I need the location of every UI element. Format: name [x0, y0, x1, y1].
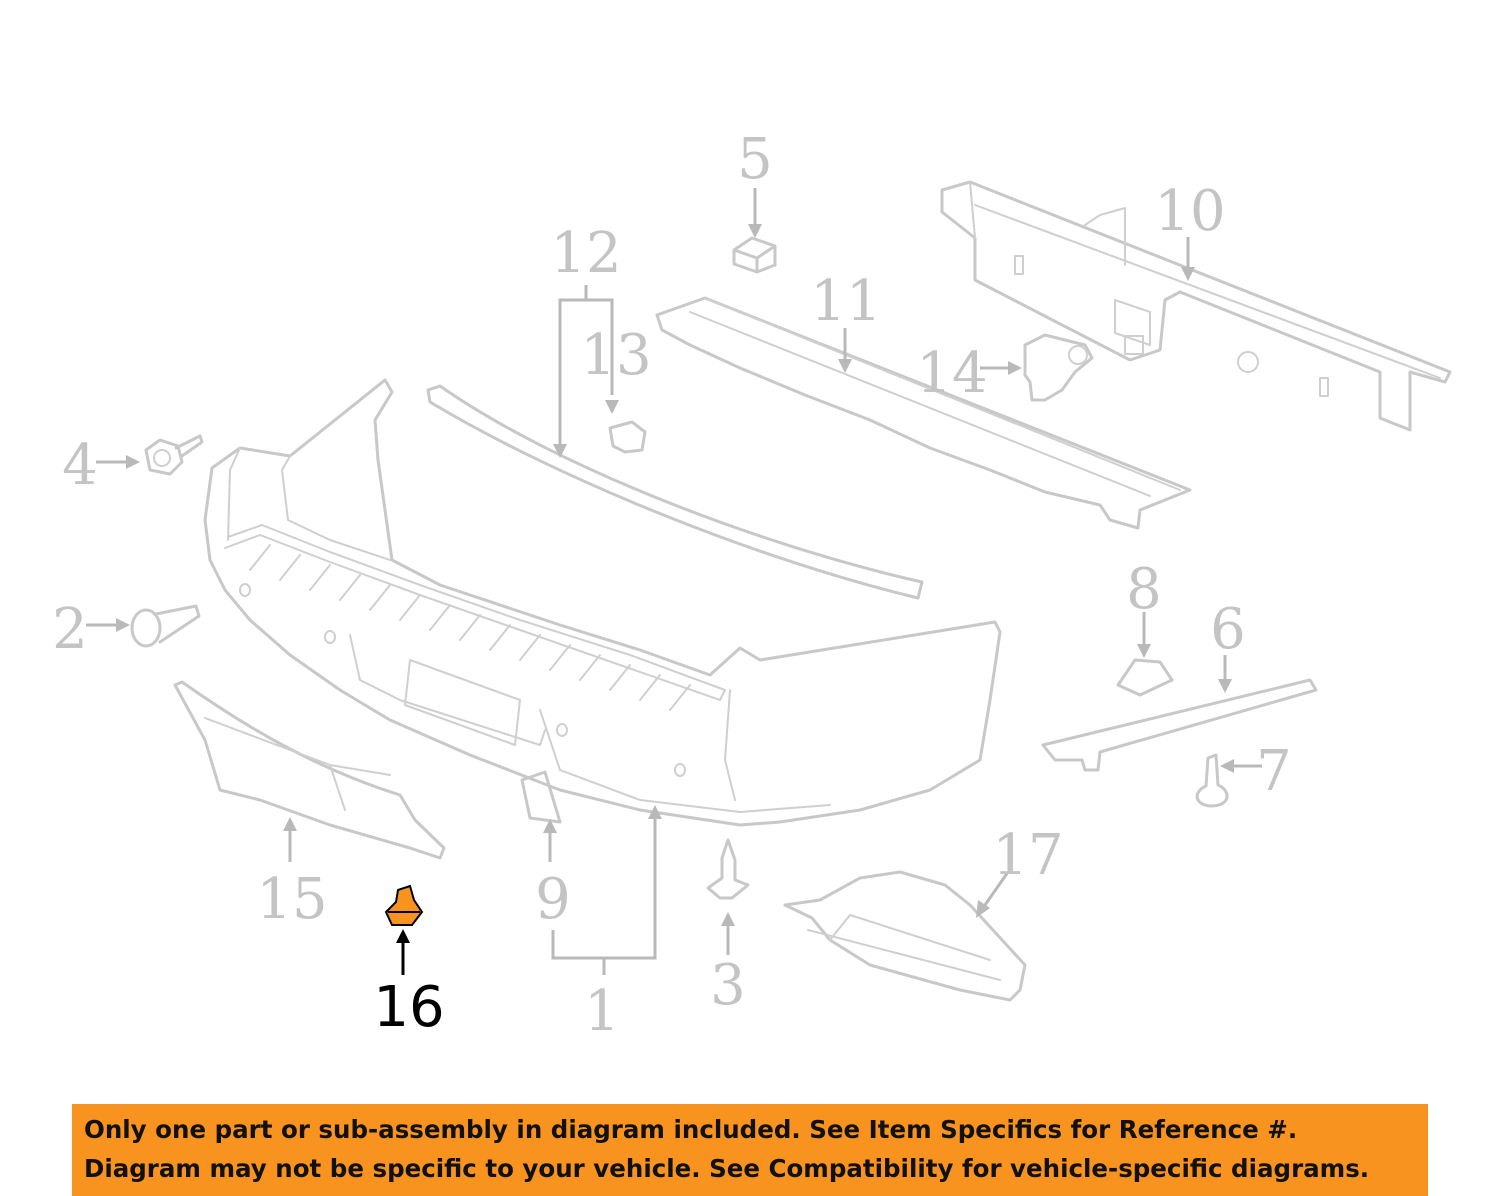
exploded-parts-diagram: 5 10 12 11 13 14 4 8 6 2 7 17 15 9 3 1 1… — [52, 127, 1452, 1044]
callout-9: 9 — [535, 867, 571, 932]
callout-numbers: 5 10 12 11 13 14 4 8 6 2 7 17 15 9 3 1 1… — [52, 127, 1292, 1044]
callout-10: 10 — [1154, 179, 1225, 244]
callout-1: 1 — [584, 979, 620, 1044]
leader-lines — [86, 188, 1262, 975]
callout-16-highlighted: 16 — [373, 975, 444, 1040]
callout-17: 17 — [992, 823, 1063, 888]
callout-13: 13 — [580, 323, 651, 388]
callout-5: 5 — [737, 127, 773, 192]
part-4-bolt — [144, 434, 204, 476]
callout-8: 8 — [1126, 557, 1162, 622]
part-7-pin — [1195, 753, 1229, 808]
callout-15: 15 — [256, 867, 327, 932]
part-1-bumper-cover — [203, 378, 1002, 827]
part-2-push-pin — [130, 604, 201, 648]
part-16-highlighted — [384, 884, 424, 926]
callout-14: 14 — [916, 341, 987, 406]
part-12-upper-strip — [426, 384, 924, 600]
part-11-energy-absorber — [655, 296, 1192, 530]
part-3-retainer — [706, 838, 750, 900]
callout-4: 4 — [62, 433, 98, 498]
part-8-bracket — [1116, 658, 1174, 697]
callout-6: 6 — [1210, 597, 1246, 662]
part-14-sensor — [1023, 333, 1094, 402]
callout-2: 2 — [52, 597, 88, 662]
part-15-lower-valance — [173, 680, 446, 860]
disclaimer-line-1: Only one part or sub-assembly in diagram… — [84, 1115, 1298, 1144]
disclaimer-banner: Only one part or sub-assembly in diagram… — [72, 1104, 1428, 1196]
callout-12: 12 — [550, 221, 621, 286]
part-13-clip — [608, 420, 647, 454]
part-6-trim-strip — [1041, 678, 1318, 772]
part-17-exhaust-tip — [783, 870, 1027, 1002]
callout-3: 3 — [710, 953, 746, 1018]
part-10-reinforcement — [940, 180, 1452, 432]
part-5-pad — [732, 236, 777, 274]
part-9-cap — [520, 770, 562, 824]
callout-11: 11 — [810, 269, 881, 334]
disclaimer-line-2: Diagram may not be specific to your vehi… — [84, 1154, 1370, 1183]
callout-7: 7 — [1256, 739, 1292, 804]
